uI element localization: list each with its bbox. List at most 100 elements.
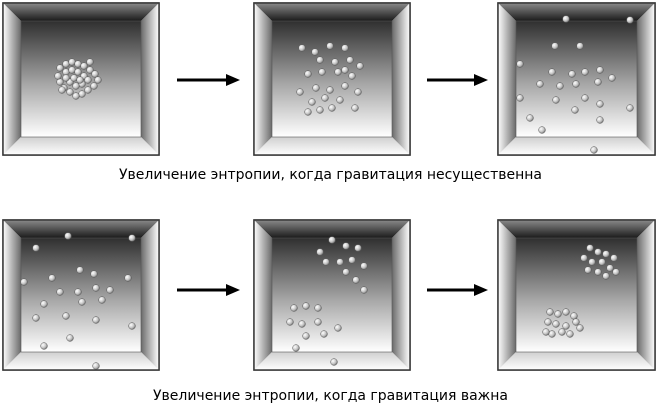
arrow-right-icon [177, 74, 240, 86]
particle [314, 304, 322, 312]
particle [342, 268, 350, 276]
particle [612, 268, 620, 276]
particle [571, 106, 579, 114]
particle [316, 106, 324, 114]
arrow-right-icon [427, 74, 488, 86]
caption-gravity-important: Увеличение энтропии, когда гравитация ва… [152, 388, 508, 404]
particle [356, 62, 364, 70]
particle [572, 80, 580, 88]
particle [546, 308, 554, 316]
particle [91, 70, 99, 78]
particle [316, 248, 324, 256]
box-right-wall [392, 3, 410, 155]
particle [298, 320, 306, 328]
particle [124, 274, 132, 282]
caption-gravity-insignificant: Увеличение энтропии, когда гравитация не… [119, 167, 542, 183]
particle [516, 60, 524, 68]
particle [348, 256, 356, 264]
particle [330, 358, 338, 366]
particles-gas-uniform [20, 232, 136, 370]
box-left-wall [498, 220, 516, 370]
particle [314, 318, 322, 326]
particle [336, 96, 344, 104]
arrow-head [474, 74, 488, 86]
particle [341, 66, 349, 74]
box-top-wall [254, 220, 410, 238]
particle [556, 82, 564, 90]
particle [54, 72, 62, 80]
particle [602, 272, 610, 280]
particle [322, 258, 330, 266]
particle [548, 68, 556, 76]
particle [312, 84, 320, 92]
particle [562, 322, 570, 330]
box-right-wall [637, 3, 655, 155]
box-top-wall [254, 3, 410, 21]
particle [551, 42, 559, 50]
particle [20, 278, 28, 286]
particle [354, 244, 362, 252]
particle [594, 248, 602, 256]
particle [584, 266, 592, 274]
particle [596, 116, 604, 124]
box-top-wall [498, 3, 655, 21]
box-border [2, 219, 160, 371]
particle [572, 318, 580, 326]
particle [336, 258, 344, 266]
particle [568, 70, 576, 78]
box-back-panel [515, 20, 638, 138]
particle [48, 274, 56, 282]
particle [106, 286, 114, 294]
particle [56, 64, 64, 72]
particle [92, 284, 100, 292]
particle [331, 58, 339, 66]
particle [610, 254, 618, 262]
particle [594, 268, 602, 276]
particle [596, 100, 604, 108]
box-back-panel [20, 237, 142, 353]
particle [64, 232, 72, 240]
particle [66, 334, 74, 342]
particle [538, 126, 546, 134]
particle [326, 86, 334, 94]
particle [542, 328, 550, 336]
particle [566, 330, 574, 338]
particle [84, 86, 92, 94]
box-bottom-wall [498, 352, 655, 370]
box-border [2, 2, 160, 156]
box-gas-spread-middle [253, 2, 411, 156]
particles-gas-two-clumps [542, 244, 620, 338]
particle [308, 98, 316, 106]
particles-gas-fills-box [516, 15, 634, 154]
particle [86, 58, 94, 66]
box-border [253, 219, 411, 371]
arrow-head [226, 284, 240, 296]
particle [328, 104, 336, 112]
particles-gas-clumped-center [54, 58, 102, 100]
particle [552, 96, 560, 104]
particle [602, 250, 610, 258]
particle [562, 15, 570, 23]
particle [576, 324, 584, 332]
box-left-wall [254, 3, 272, 155]
particle [626, 104, 634, 112]
particle [56, 288, 64, 296]
particle [304, 108, 312, 116]
particle [318, 68, 326, 76]
particle [552, 320, 560, 328]
particle [536, 80, 544, 88]
particle [128, 322, 136, 330]
particle [334, 324, 342, 332]
box-right-wall [141, 3, 159, 155]
particle [286, 318, 294, 326]
arrow-head [474, 284, 488, 296]
box-top-wall [3, 220, 159, 238]
particle [351, 104, 359, 112]
particle [626, 16, 634, 24]
particle [594, 78, 602, 86]
particle [328, 236, 336, 244]
particle [302, 332, 310, 340]
particle [40, 300, 48, 308]
particle [558, 328, 566, 336]
